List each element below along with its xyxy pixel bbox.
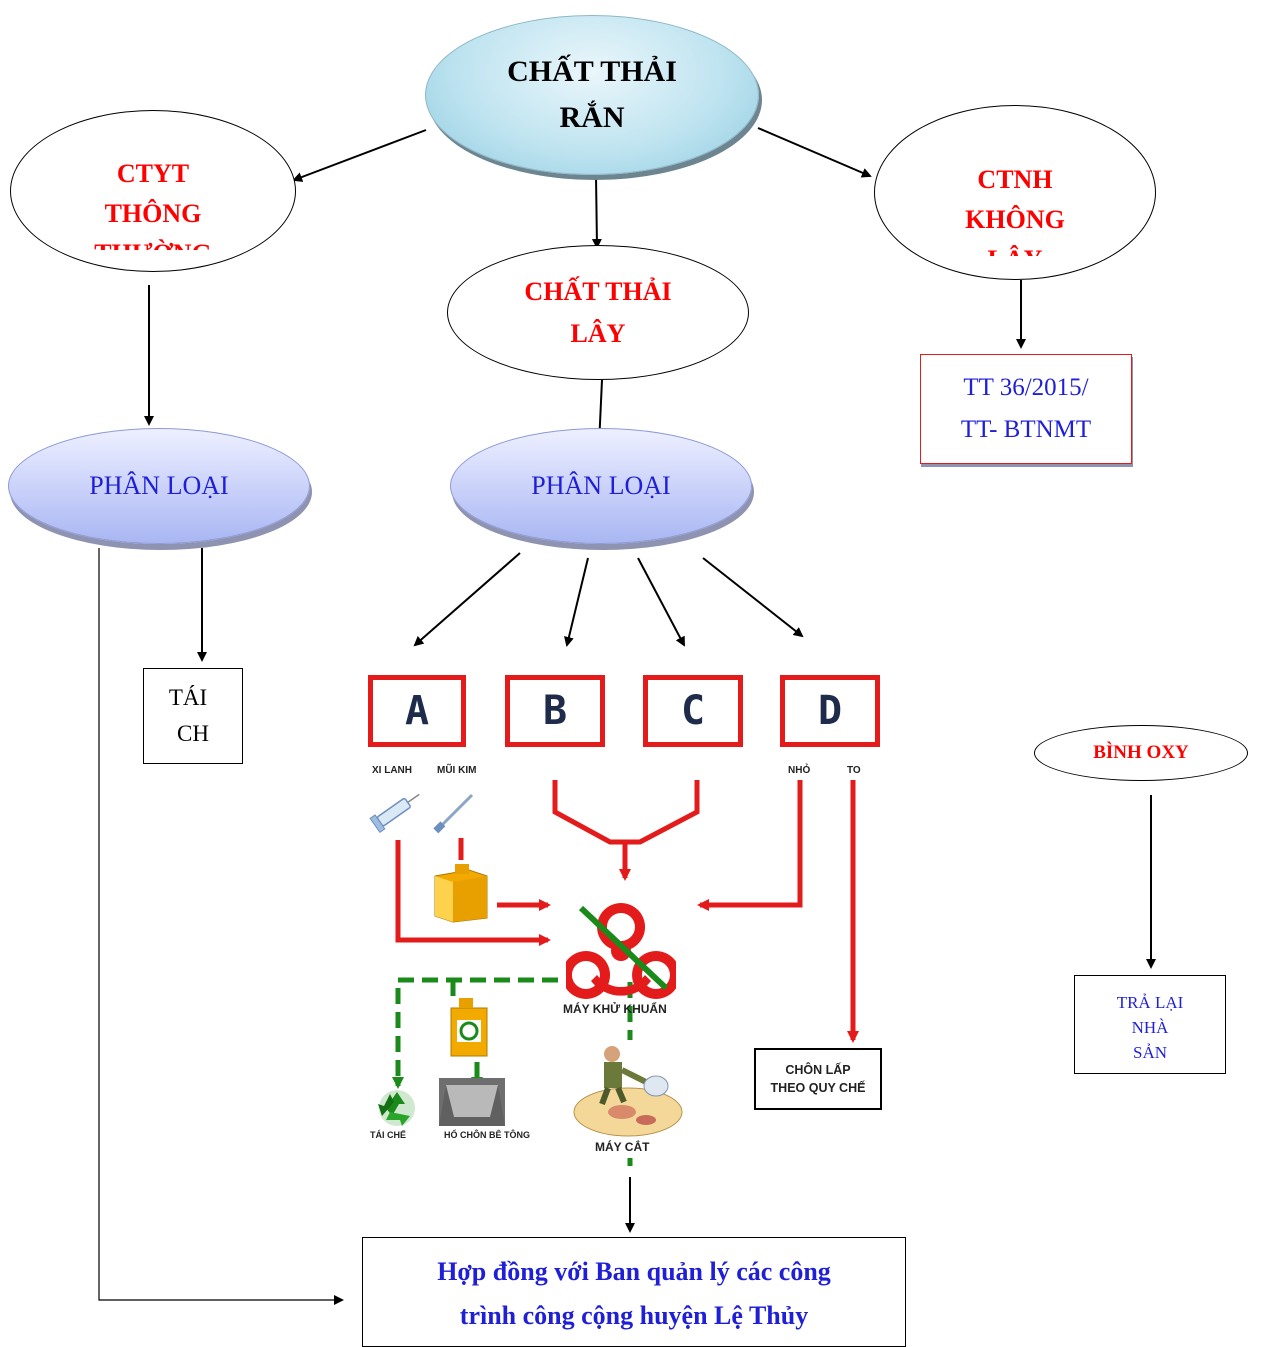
node-phan-loai-left-label: PHÂN LOẠI [89, 471, 229, 500]
needle-icon [433, 793, 474, 834]
sharps-container-icon [434, 864, 488, 923]
node-lay-line1: CHẤT THẢI [524, 276, 672, 306]
arrow-root-lay [591, 175, 602, 249]
label-to: TO [847, 765, 861, 776]
node-binh-oxy-label: BÌNH OXY [1093, 742, 1189, 763]
node-tra-lai-nha-san: TRẢ LẠI NHÀ SẢN [1074, 975, 1226, 1074]
label-may-cat: MÁY CẮT [595, 1140, 650, 1154]
biohazard-icon [566, 903, 676, 999]
flow-b-merge [552, 780, 700, 845]
line-left-to-contract [98, 548, 344, 1305]
node-tra-lai-line2: NHÀ [1131, 1018, 1169, 1037]
arrow-root-ctyt [292, 129, 427, 182]
label-xi-lanh: XI LANH [372, 765, 412, 776]
node-ctyt-line1: CTYT [116, 159, 190, 188]
category-box-c: C [643, 675, 743, 747]
node-phan-loai-mid-label: PHÂN LOẠI [531, 471, 671, 500]
shredder-worker-icon [573, 1046, 683, 1137]
node-phan-loai-mid: PHÂN LOẠI [450, 428, 752, 544]
syringe-icon [369, 793, 420, 833]
flow-xilanh [395, 840, 551, 946]
recycle-bin-box-icon [450, 998, 488, 1057]
node-hop-dong-line1: Hợp đồng với Ban quản lý các công [437, 1257, 831, 1286]
node-ctyt-line3: THƯỜNG [94, 234, 211, 250]
label-tai-che: TÁI CHẾ [370, 1130, 406, 1140]
node-tai-che-line2: CH [177, 721, 209, 746]
label-may-khu-khuan: MÁY KHỬ KHUẨN [563, 1002, 667, 1016]
node-phan-loai-left: PHÂN LOẠI [8, 428, 310, 544]
arrow-to-b [564, 557, 589, 647]
node-chat-thai-lay: CHẤT THẢI LÂY [447, 245, 749, 380]
node-ctyt-thong-thuong: CTYT THÔNG THƯỜNG [10, 110, 296, 272]
arrow-to-a [413, 552, 521, 647]
category-box-a: A [368, 675, 466, 747]
arrow-to-c [637, 557, 685, 647]
recycle-icon [378, 1090, 415, 1126]
category-d-label: D [817, 688, 843, 734]
label-ho-chon: HỐ CHÔN BÊ TÔNG [444, 1130, 531, 1140]
category-b-label: B [542, 688, 568, 734]
node-chon-lap-line2: THEO QUY CHẾ [770, 1081, 866, 1095]
label-mui-kim: MŨI KIM [437, 765, 477, 776]
node-ctyt-line2: THÔNG [104, 199, 202, 228]
flow-d-nho [697, 780, 803, 911]
node-lay-line2: LÂY [570, 318, 626, 348]
node-hop-dong-line2: trình công cộng huyện Lệ Thủy [459, 1301, 809, 1330]
node-tra-lai-line1: TRẢ LẠI [1116, 993, 1184, 1012]
node-tt-line1: TT 36/2015/ [963, 374, 1089, 401]
node-tra-lai-line3: SẢN [1132, 1043, 1167, 1062]
concrete-pit-icon [439, 1078, 505, 1126]
node-tai-che-box: TÁI CH [143, 668, 243, 764]
node-chat-thai-ran-line1: CHẤT THẢI [507, 55, 677, 88]
node-chat-thai-ran-line2: RẮN [559, 101, 625, 134]
category-box-d: D [780, 675, 880, 747]
arrow-to-d [702, 557, 804, 638]
node-ctnh-khong-lay: CTNH KHÔNG LÂY [874, 105, 1156, 280]
node-chon-lap-line1: CHÔN LẤP [785, 1063, 851, 1077]
node-tt-36-2015: TT 36/2015/ TT- BTNMT [920, 354, 1132, 464]
node-ctnh-line3: LÂY [965, 240, 1065, 256]
node-tai-che-line1: TÁI [168, 685, 208, 710]
category-a-label: A [404, 688, 430, 734]
node-chon-lap: CHÔN LẤP THEO QUY CHẾ [754, 1048, 882, 1110]
category-box-b: B [505, 675, 605, 747]
category-c-label: C [680, 688, 706, 734]
label-nho: NHỎ [788, 765, 811, 776]
arrow-root-ctnh [757, 127, 872, 178]
node-hop-dong: Hợp đồng với Ban quản lý các công trình … [362, 1237, 906, 1347]
node-tt-line2: TT- BTNMT [960, 416, 1092, 443]
node-ctnh-line2: KHÔNG [965, 204, 1065, 234]
flow-green-taiche [392, 977, 558, 1089]
node-binh-oxy: BÌNH OXY [1034, 725, 1248, 781]
node-chat-thai-ran: CHẤT THẢI RẮN [425, 15, 759, 175]
node-ctnh-line1: CTNH [977, 164, 1053, 194]
